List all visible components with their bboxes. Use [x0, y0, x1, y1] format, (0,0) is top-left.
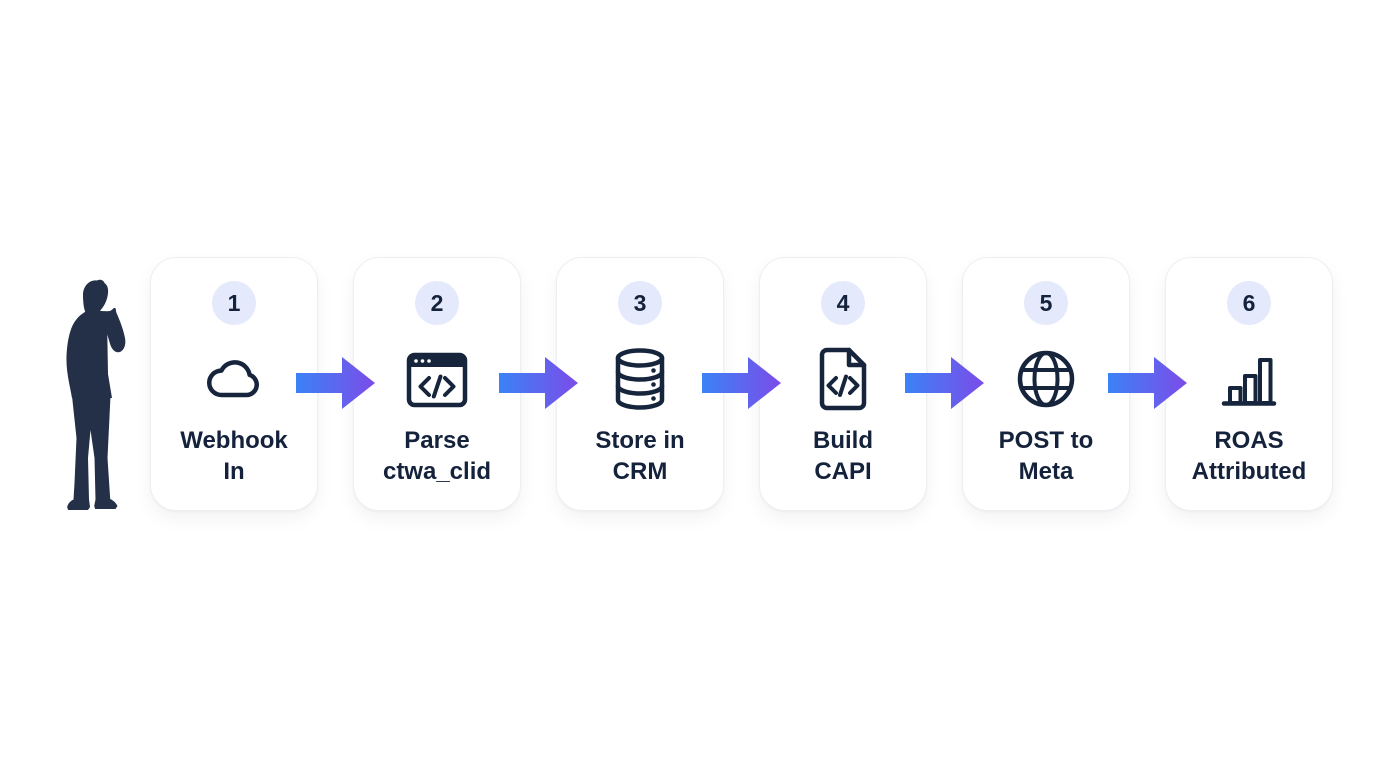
step-number-badge: 6 — [1227, 281, 1271, 325]
step-card-5: 5 POST to Meta — [962, 257, 1130, 511]
step-card-2: 2 Parse ctwa_clid — [353, 257, 521, 511]
cloud-icon — [202, 345, 266, 413]
flow-arrow-5 — [1108, 356, 1188, 410]
step-number-badge: 5 — [1024, 281, 1068, 325]
step-number-badge: 1 — [212, 281, 256, 325]
step-number-badge: 2 — [415, 281, 459, 325]
flow-arrow-4 — [905, 356, 985, 410]
flow-arrow-1 — [296, 356, 376, 410]
step-card-4: 4 Build CAPI — [759, 257, 927, 511]
step-label: Build CAPI — [813, 427, 873, 485]
flow-arrow-2 — [499, 356, 579, 410]
step-label: ROAS Attributed — [1191, 427, 1307, 485]
step-card-6: 6 ROAS Attributed — [1165, 257, 1333, 511]
globe-icon — [1014, 345, 1078, 413]
step-label: Webhook In — [180, 427, 288, 485]
flow-arrow-3 — [702, 356, 782, 410]
bar-chart-icon — [1217, 345, 1281, 413]
steps-row: 1 Webhook In 2 — [150, 257, 1333, 511]
step-label: POST to Meta — [998, 427, 1094, 485]
step-label: Parse ctwa_clid — [382, 427, 492, 485]
step-label: Store in CRM — [595, 427, 685, 485]
step-number-badge: 4 — [821, 281, 865, 325]
code-file-icon — [811, 345, 875, 413]
step-number-badge: 3 — [618, 281, 662, 325]
database-icon — [608, 345, 672, 413]
step-card-3: 3 Store in CRM — [556, 257, 724, 511]
person-silhouette — [66, 279, 126, 510]
step-card-1: 1 Webhook In — [150, 257, 318, 511]
code-window-icon — [405, 345, 469, 413]
